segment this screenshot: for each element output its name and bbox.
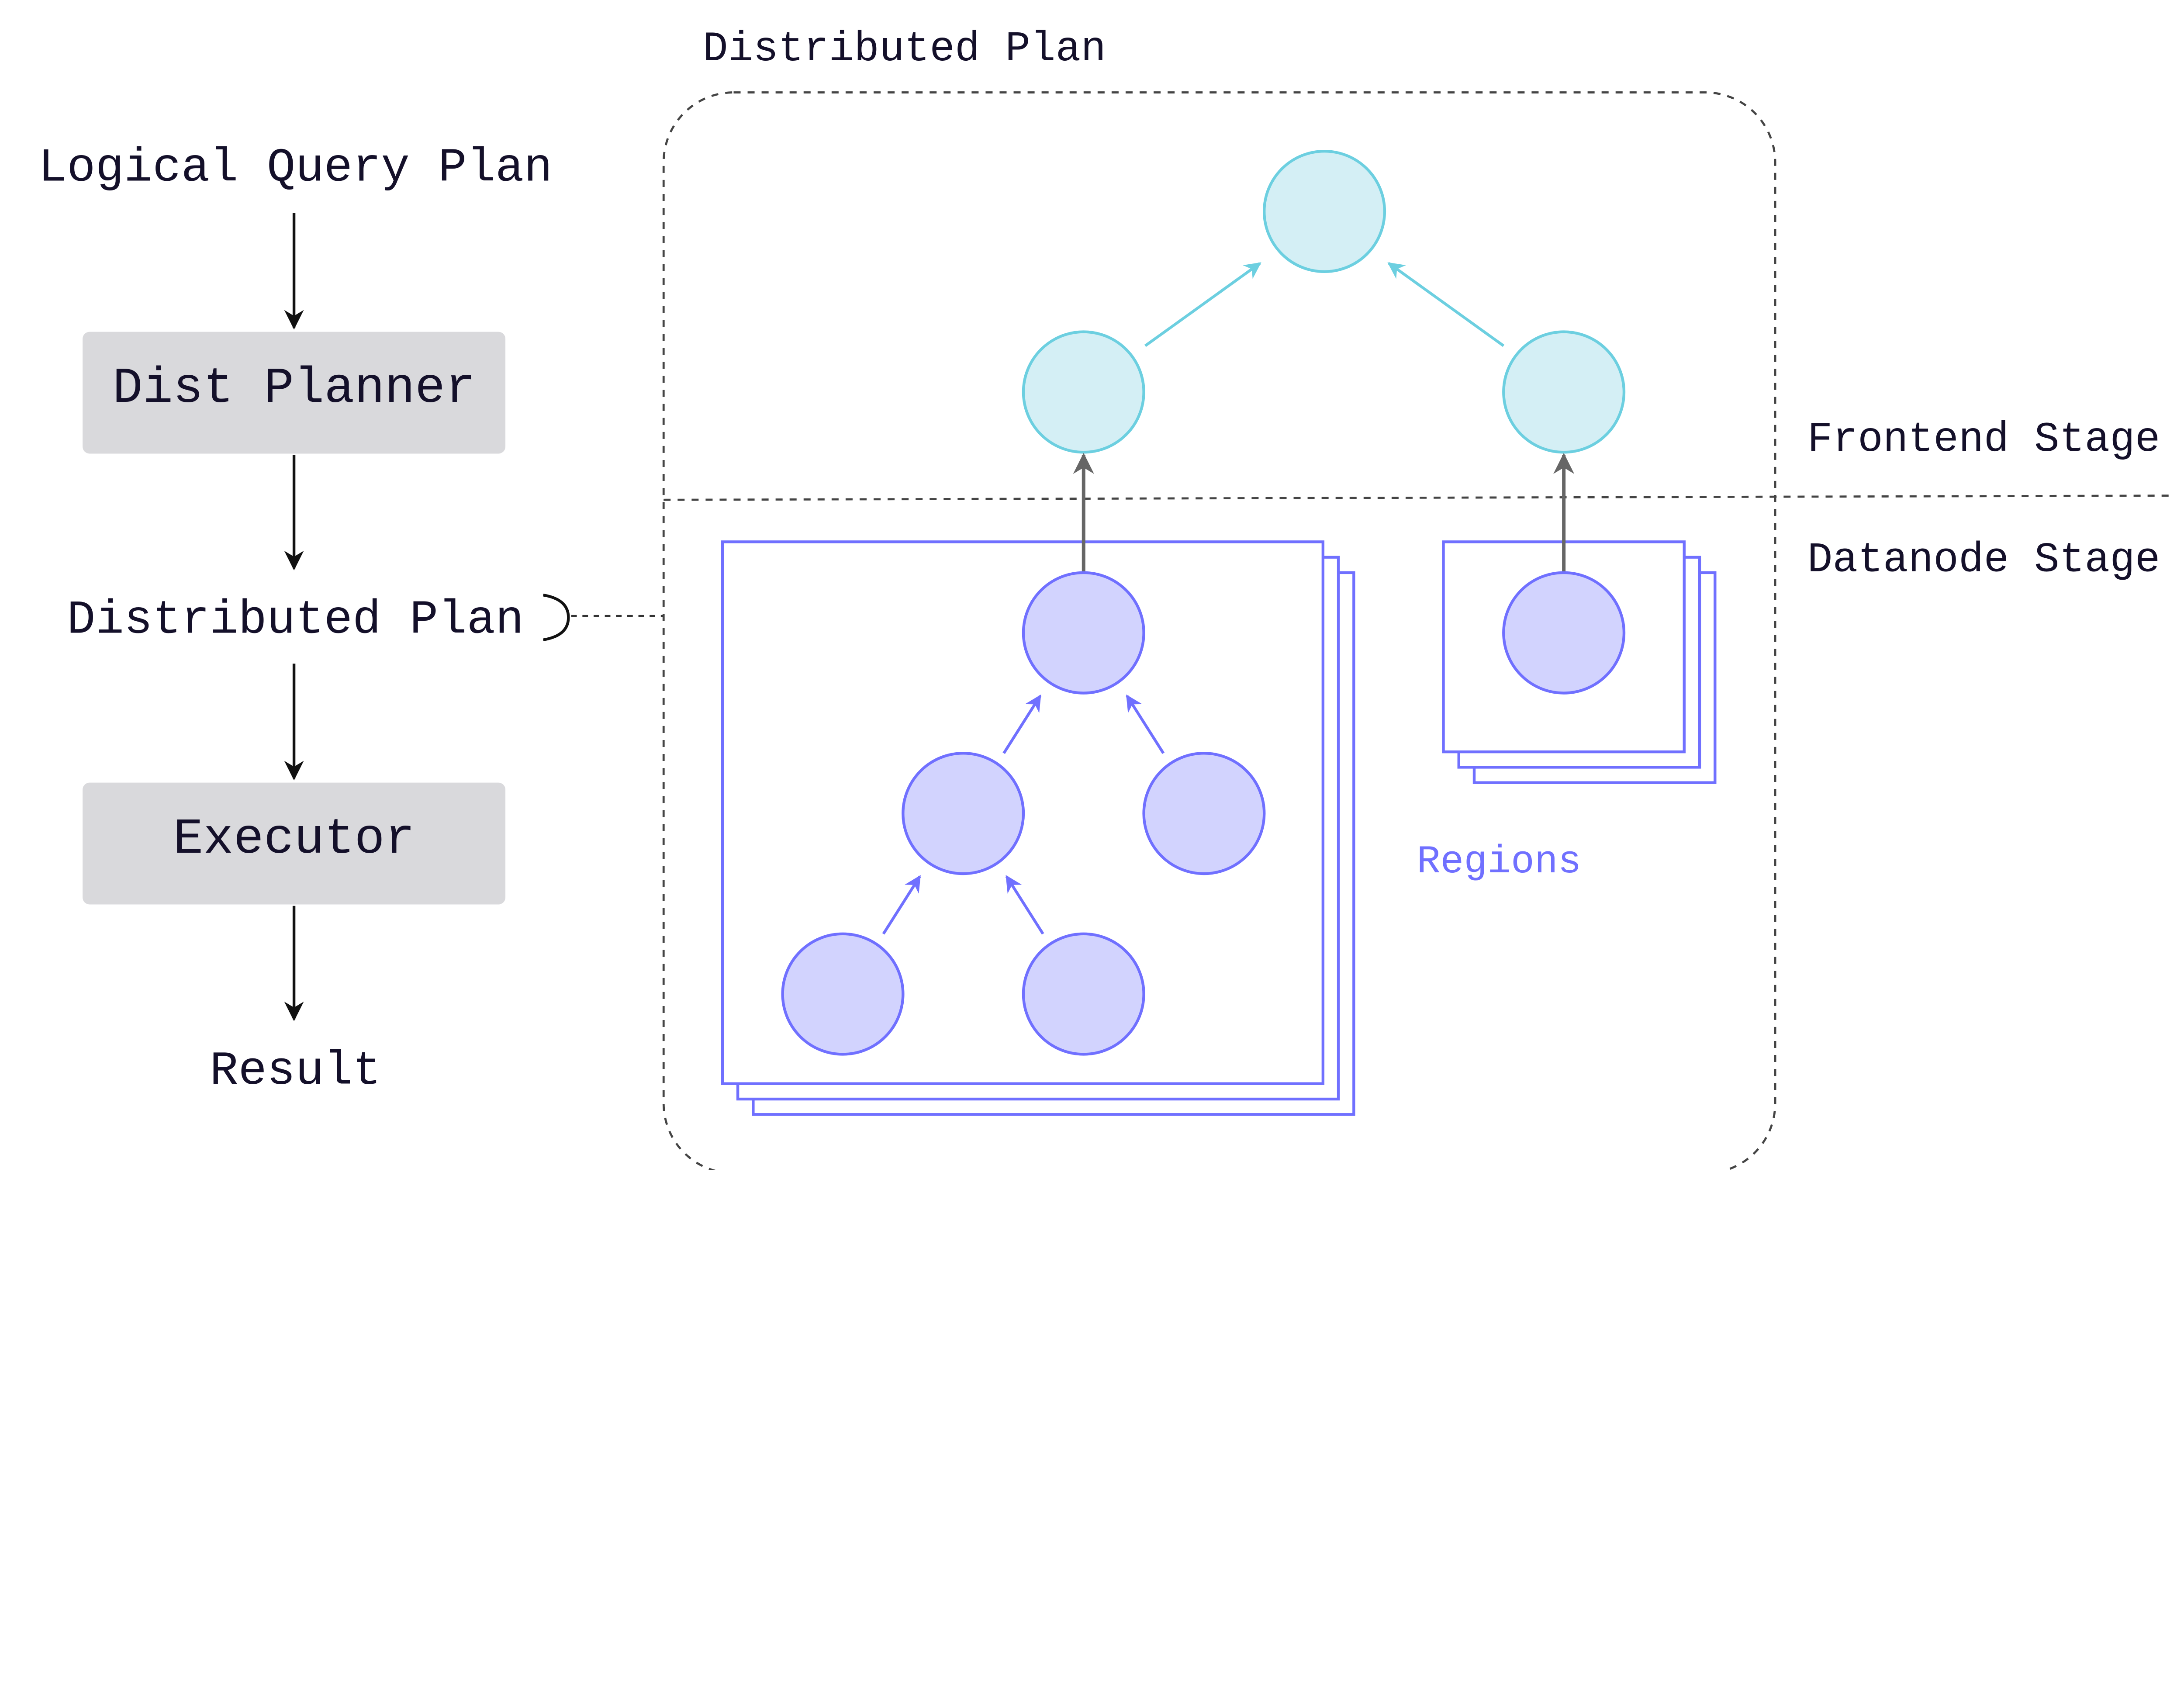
frontend-nodes (1022, 149, 1626, 454)
datanode-mid-left-node (902, 752, 1025, 875)
executor-box (83, 782, 506, 905)
brace-connector (543, 594, 570, 641)
datanode-leaf-left-node (781, 932, 905, 1056)
datanode-nodes (781, 571, 1626, 1056)
frontend-root-node (1263, 149, 1386, 273)
dist-planner-label: Dist Planner (113, 360, 476, 417)
datanode-root-node (1022, 571, 1145, 695)
frontend-left-node (1022, 330, 1145, 454)
datanode-arrows (882, 694, 1165, 935)
datanode-arrow-leaf-right-to-mid (1005, 875, 1044, 935)
distributed-plan-container (662, 91, 1776, 1170)
logical-query-plan-label: Logical Query Plan (38, 141, 553, 195)
distributed-plan-title: Distributed Plan (703, 25, 1106, 73)
datanode-arrow-mid-right-to-root (1126, 694, 1165, 754)
executor-label: Executor (173, 811, 415, 868)
frontend-right-node (1502, 330, 1626, 454)
datanode-arrow-leaf-left-to-mid (882, 875, 921, 935)
datanode-mid-right-node (1142, 752, 1266, 875)
datanode-small-region-node (1502, 571, 1626, 695)
datanode-arrow-mid-left-to-root (1002, 694, 1042, 754)
datanode-leaf-right-node (1022, 932, 1145, 1056)
frontend-stage-label: Frontend Stage (1807, 416, 2160, 463)
frontend-arrow-left (1144, 262, 1261, 347)
regions-label: Regions (1417, 840, 1582, 884)
dist-planner-box (83, 332, 506, 454)
distributed-query-diagram: Logical Query Plan Dist Planner Distribu… (38, 25, 2170, 1170)
datanode-stage-label: Datanode Stage (1807, 536, 2160, 584)
stage-divider (663, 494, 2170, 501)
distributed-plan-label: Distributed Plan (67, 593, 524, 647)
result-label: Result (210, 1044, 381, 1098)
frontend-arrow-right (1387, 262, 1505, 347)
